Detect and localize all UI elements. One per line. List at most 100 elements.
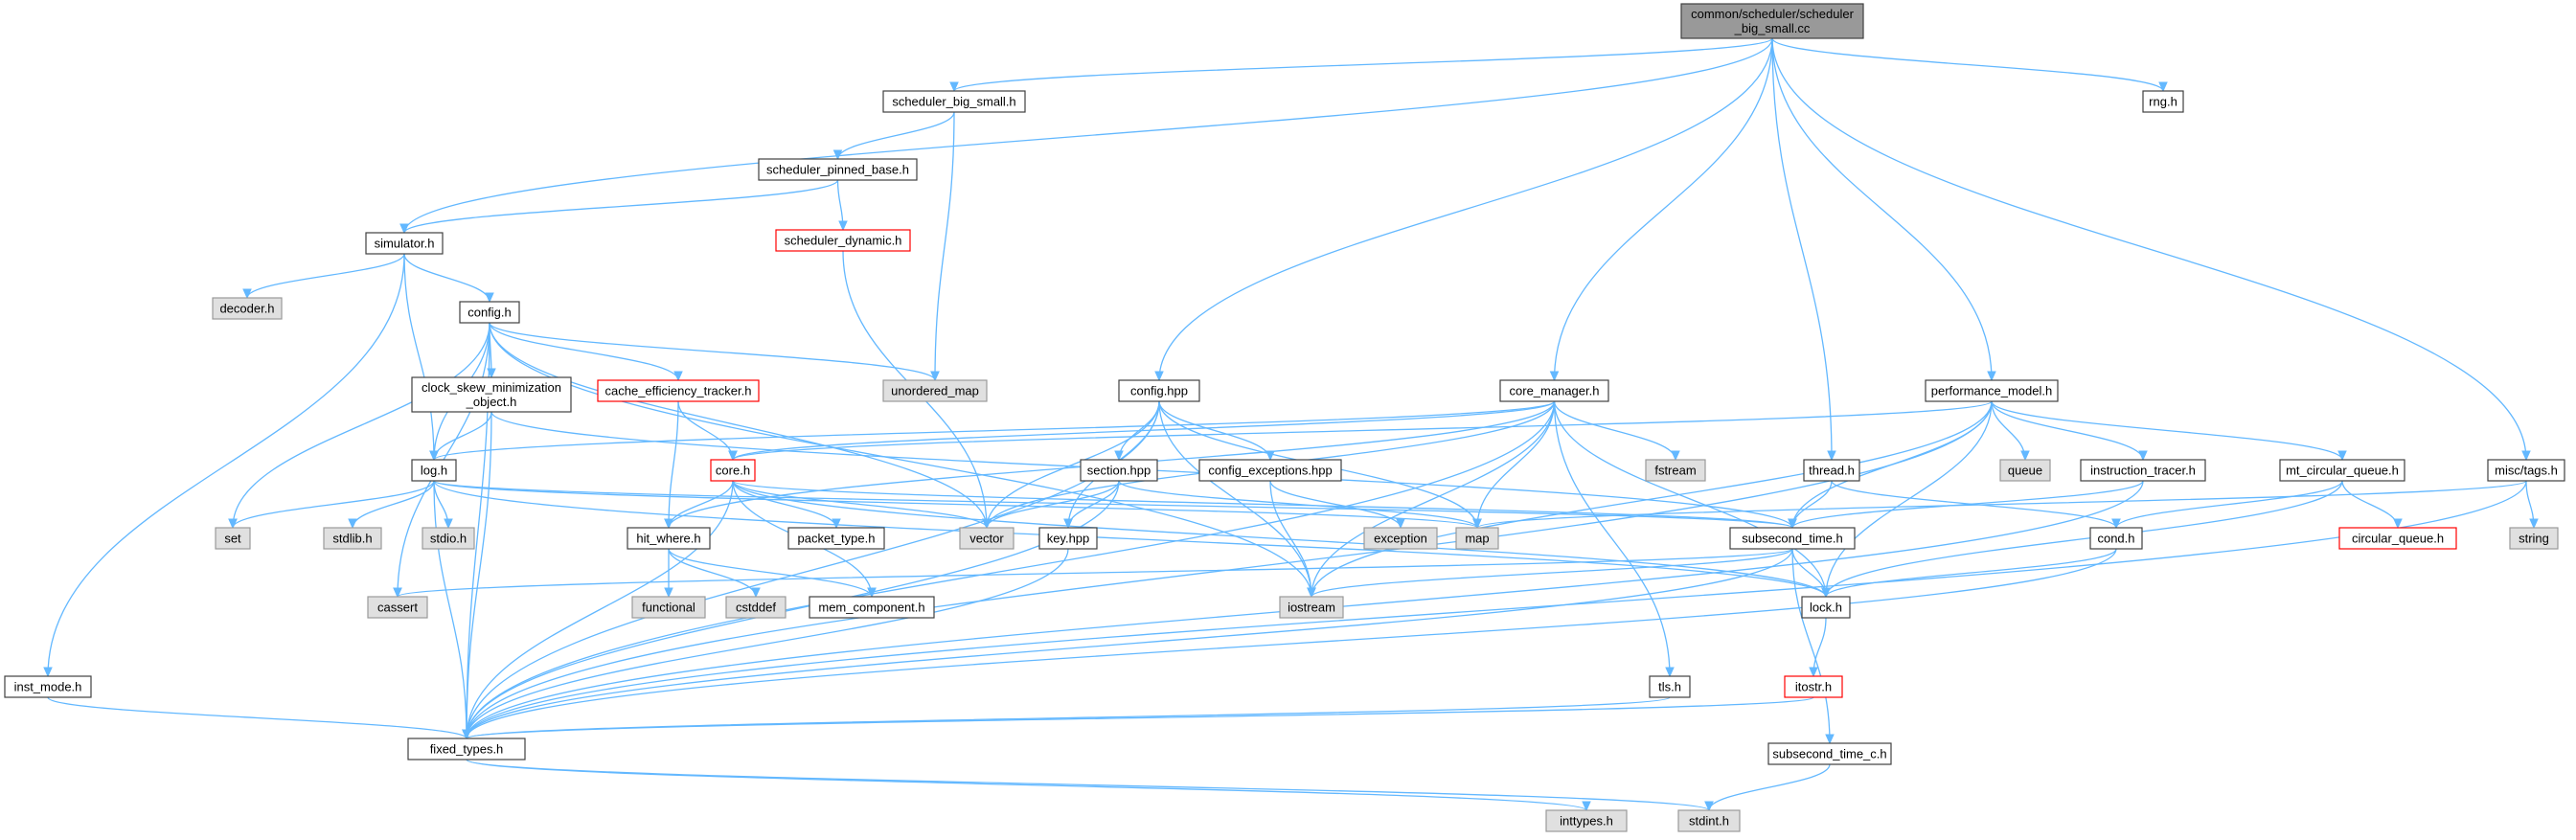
node-core-h[interactable]: core.h (710, 459, 756, 482)
node-box (212, 297, 283, 320)
node-label: clock_skew_minimization (422, 380, 561, 395)
edge-root-to-performance-model-h (1771, 37, 1996, 382)
edge-root-to-simulator-h (399, 37, 1773, 235)
node-label: _big_small.cc (1734, 21, 1811, 35)
edge-section-hpp-to-map (1118, 480, 1482, 530)
node-subsecond-time-c-h[interactable]: subsecond_time_c.h (1767, 742, 1892, 765)
node-hit-where-h[interactable]: hit_where.h (627, 527, 711, 550)
edge-line (403, 37, 1773, 234)
node-mt-circular-queue-h[interactable]: mt_circular_queue.h (2279, 459, 2405, 482)
node-mem-component-h[interactable]: mem_component.h (809, 596, 935, 619)
node-box (2487, 459, 2565, 482)
node-label: rng.h (2149, 95, 2177, 109)
edge-arrowhead (832, 518, 841, 530)
node-label: hit_where.h (636, 532, 700, 546)
edge-line (466, 759, 1710, 811)
edge-line (352, 480, 435, 529)
edge-core-manager-h-to-fstream (1553, 400, 1680, 462)
edge-line (466, 480, 734, 739)
node-fixed-types-h[interactable]: fixed_types.h (407, 738, 526, 761)
edge-line (1791, 548, 1827, 598)
edge-line (466, 411, 492, 739)
node-clock-skew[interactable]: clock_skew_minimization_object.h (411, 376, 572, 413)
node-core-manager-h[interactable]: core_manager.h (1499, 379, 1609, 402)
edge-arrowhead (1825, 734, 1835, 745)
node-instruction-tracer-h[interactable]: instruction_tracer.h (2080, 459, 2206, 482)
node-config-hpp[interactable]: config.hpp (1118, 379, 1200, 402)
node-key-hpp[interactable]: key.hpp (1038, 527, 1098, 550)
node-label: common/scheduler/scheduler (1691, 7, 1854, 21)
node-section-hpp[interactable]: section.hpp (1080, 459, 1158, 482)
node-lock-h[interactable]: lock.h (1801, 596, 1851, 619)
node-inttypes-h: inttypes.h (1545, 809, 1628, 832)
node-performance-model-h[interactable]: performance_model.h (1925, 379, 2059, 402)
node-box (411, 376, 572, 413)
edge-arrowhead (2158, 81, 2168, 93)
edge-section-hpp-to-key-hpp (1063, 480, 1120, 530)
node-packet-type-h[interactable]: packet_type.h (787, 527, 885, 550)
node-box (597, 379, 760, 402)
edge-simulator-h-to-inst-mode-h (43, 253, 405, 678)
edge-fixed-types-h-to-stdint-h (466, 759, 1714, 812)
node-label: subsecond_time.h (1742, 532, 1843, 546)
node-cstddef: cstddef (725, 596, 786, 619)
edge-arrowhead (485, 292, 494, 304)
node-circular-queue-h[interactable]: circular_queue.h (2338, 527, 2457, 550)
node-box (367, 596, 428, 619)
node-box (882, 90, 1026, 113)
edge-scheduler-pinned-base-h-to-scheduler-dynamic-h (836, 179, 848, 232)
edge-line (986, 480, 1120, 529)
node-inst-mode-h[interactable]: inst_mode.h (4, 675, 92, 698)
edge-subsecond-time-h-to-iostream (1307, 548, 1793, 599)
node-scheduler-dynamic-h[interactable]: scheduler_dynamic.h (775, 229, 911, 252)
edge-line (1311, 400, 1556, 598)
node-tls-h[interactable]: tls.h (1649, 675, 1691, 698)
node-label: exception (1374, 532, 1427, 546)
node-simulator-h[interactable]: simulator.h (365, 232, 444, 255)
node-rng-h[interactable]: rng.h (2142, 90, 2184, 113)
node-label: unordered_map (891, 384, 979, 398)
node-box (758, 158, 918, 181)
node-scheduler-big-small-h[interactable]: scheduler_big_small.h (882, 90, 1026, 113)
node-box (1729, 527, 1856, 550)
node-thread-h[interactable]: thread.h (1803, 459, 1860, 482)
node-itostr-h[interactable]: itostr.h (1784, 675, 1843, 698)
node-box (2279, 459, 2405, 482)
edge-scheduler-big-small-h-to-scheduler-pinned-base-h (832, 111, 955, 161)
edge-key-hpp-to-fixed-types-h (462, 548, 1069, 740)
node-cache-eff[interactable]: cache_efficiency_tracker.h (597, 379, 760, 402)
node-box (809, 596, 935, 619)
node-scheduler-pinned-base-h[interactable]: scheduler_pinned_base.h (758, 158, 918, 181)
node-root[interactable]: common/scheduler/scheduler_big_small.cc (1680, 3, 1864, 39)
edge-arrowhead (2337, 450, 2347, 462)
edge-line (489, 322, 679, 381)
edge-line (1991, 400, 2026, 461)
node-box (631, 596, 706, 619)
node-box (2080, 459, 2206, 482)
node-label: stdint.h (1689, 814, 1729, 829)
edge-line (489, 322, 936, 381)
edge-line (1269, 480, 1312, 598)
node-label: fstream (1654, 464, 1696, 478)
edge-line (1158, 37, 1773, 381)
edge-performance-model-h-to-queue (1991, 400, 2030, 462)
edge-line (732, 480, 837, 529)
edge-line (466, 400, 1556, 739)
node-misc-tags-h[interactable]: misc/tags.h (2487, 459, 2565, 482)
node-config-exceptions-hpp[interactable]: config_exceptions.hpp (1198, 459, 1342, 482)
edge-arrowhead (751, 587, 761, 599)
edge-performance-model-h-to-core-h (728, 400, 1993, 462)
node-subsecond-time-h[interactable]: subsecond_time.h (1729, 527, 1856, 550)
node-box (323, 527, 382, 550)
node-box (787, 527, 885, 550)
node-label: vector (969, 532, 1004, 546)
node-label: iostream (1288, 601, 1335, 615)
edge-fixed-types-h-to-inttypes-h (466, 759, 1591, 812)
node-cond-h[interactable]: cond.h (2089, 527, 2143, 550)
edge-line (732, 400, 1556, 461)
node-config-h[interactable]: config.h (459, 301, 520, 324)
edge-line (466, 548, 1793, 739)
edge-line (489, 322, 988, 529)
node-log-h[interactable]: log.h (411, 459, 457, 482)
